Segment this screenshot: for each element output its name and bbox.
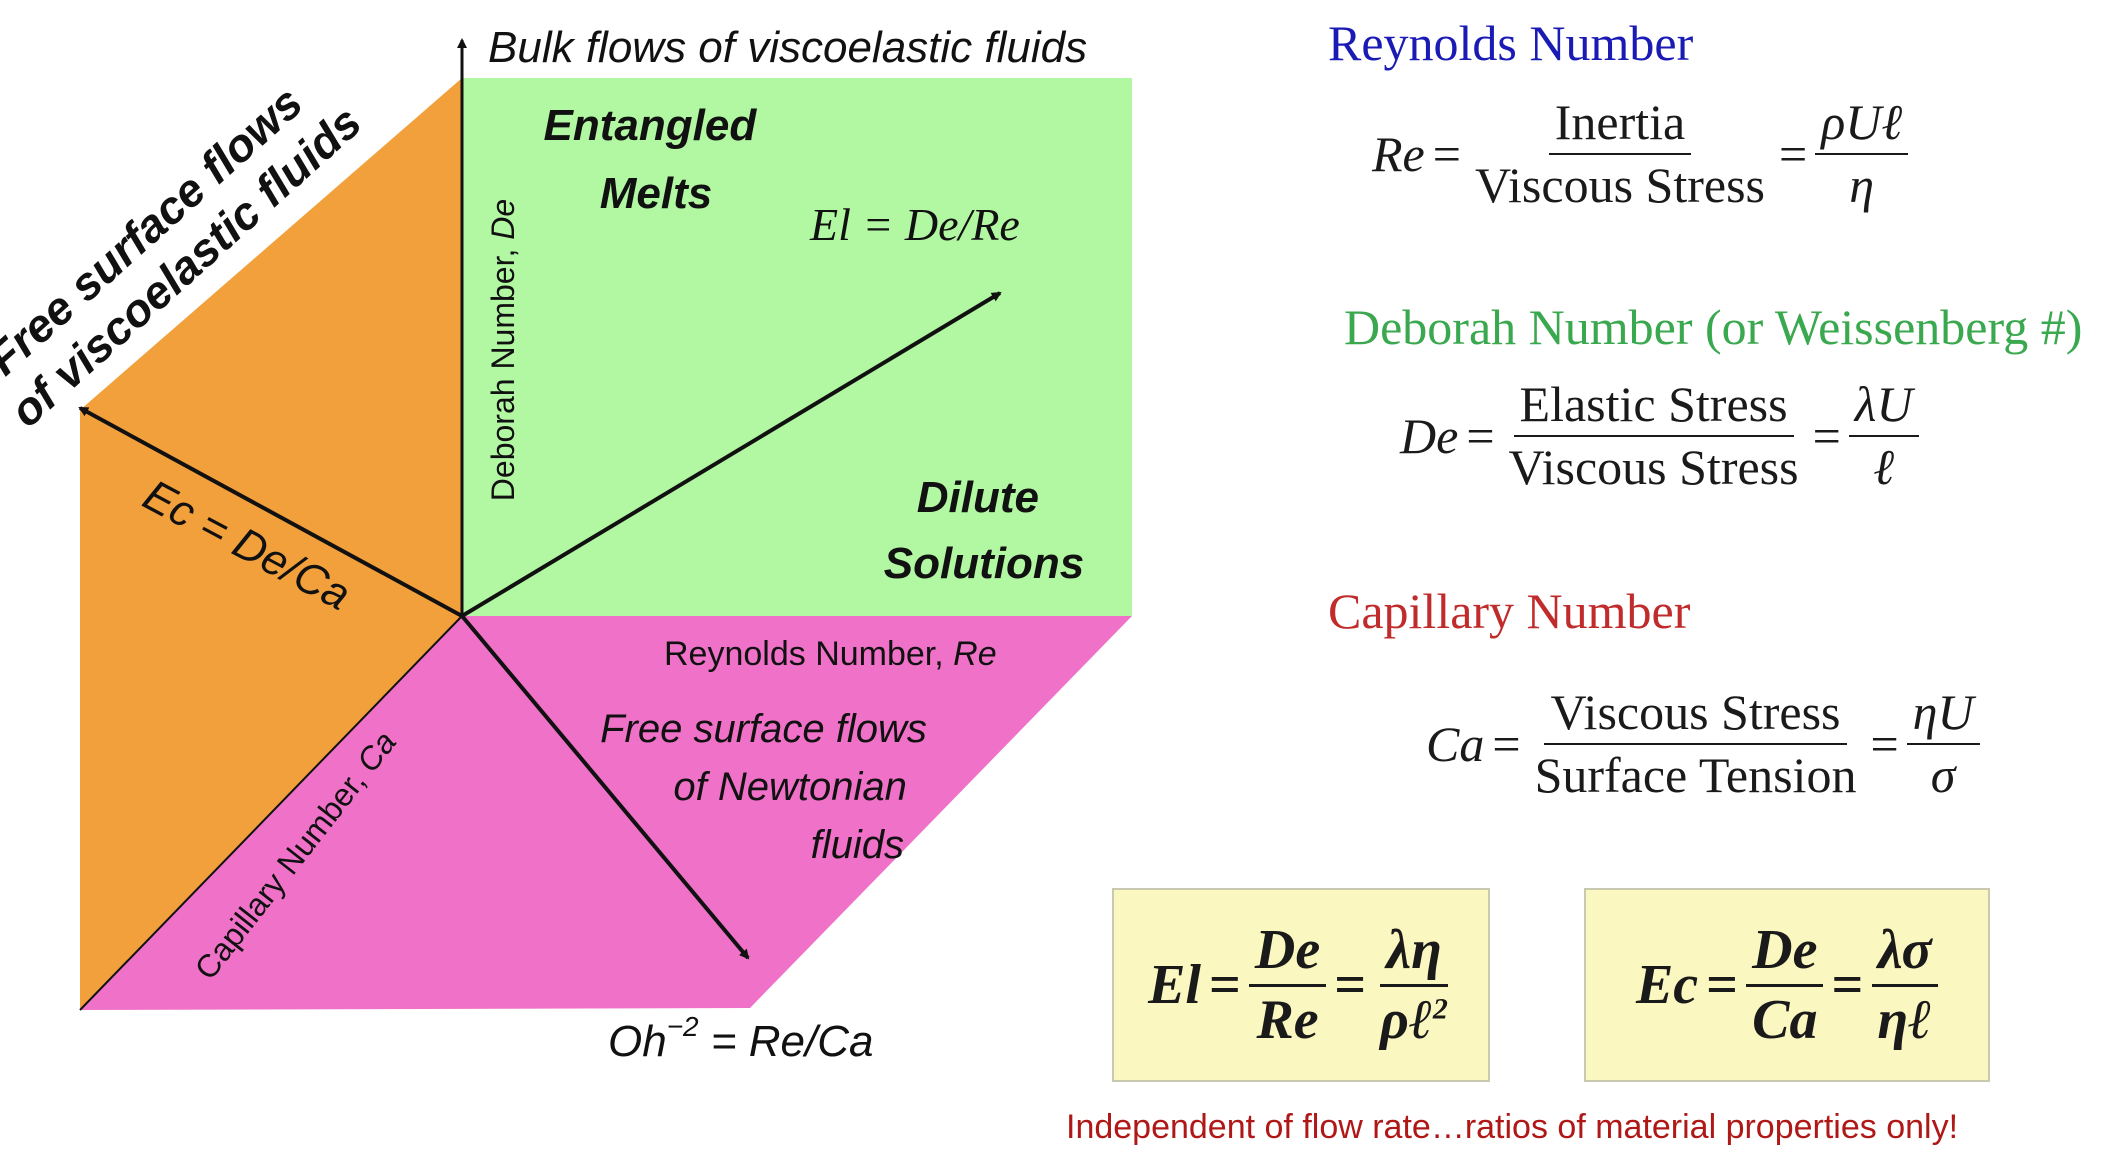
- elasticity-equation: El = De Re = λη ρℓ2: [1148, 920, 1454, 1051]
- elastocapillary-ratio-fraction: De Ca: [1746, 920, 1824, 1051]
- equals-sign: =: [1334, 954, 1367, 1016]
- deborah-ratio-fraction: Elastic Stress Viscous Stress: [1503, 378, 1805, 493]
- elastocapillary-formula-denominator: ηℓ: [1877, 988, 1933, 1051]
- material-properties-note: Independent of flow rate…ratios of mater…: [1066, 1108, 1959, 1146]
- capillary-numerator: Viscous Stress: [1544, 686, 1847, 745]
- elastocapillary-number-box: Ec = De Ca = λσ ηℓ: [1584, 888, 1990, 1082]
- deborah-formula-fraction: λU ℓ: [1848, 378, 1919, 495]
- entangled-melts-label: Entangled Melts: [544, 101, 769, 218]
- reynolds-equation: Re = Inertia Viscous Stress = ρUℓ η: [1372, 96, 1909, 213]
- deborah-axis-label: Deborah Number, De: [485, 199, 521, 501]
- deborah-numerator: Elastic Stress: [1513, 378, 1794, 437]
- dilute-solutions-label: Dilute Solutions: [884, 473, 1084, 588]
- equals-sign: =: [1432, 125, 1461, 182]
- equals-sign: =: [1209, 954, 1241, 1016]
- capillary-symbol: Ca: [1426, 715, 1485, 772]
- elasticity-symbol: El: [1148, 954, 1201, 1016]
- reynolds-numerator: Inertia: [1548, 96, 1692, 155]
- capillary-formula-numerator: ηU: [1906, 686, 1980, 745]
- reynolds-ratio-fraction: Inertia Viscous Stress: [1469, 96, 1771, 211]
- elastocapillary-equation: Ec = De Ca = λσ ηℓ: [1635, 920, 1938, 1051]
- reynolds-formula-denominator: η: [1849, 156, 1875, 213]
- capillary-denominator: Surface Tension: [1534, 746, 1857, 803]
- equals-sign: =: [1831, 954, 1864, 1016]
- elasticity-ratio-fraction: De Re: [1248, 920, 1327, 1051]
- capillary-ratio-fraction: Viscous Stress Surface Tension: [1529, 686, 1863, 801]
- equals-sign: =: [1706, 954, 1739, 1016]
- deborah-denominator: Viscous Stress: [1508, 438, 1799, 495]
- free-surface-viscoelastic-region: [80, 78, 462, 1010]
- elasticity-denominator: Re: [1256, 988, 1319, 1051]
- oh-ray: [460, 614, 750, 960]
- newtonian-free-surface-region: [80, 616, 1132, 1010]
- elastocapillary-formula-numerator: λσ: [1871, 920, 1938, 987]
- bulk-viscoelastic-region: [462, 78, 1132, 616]
- equals-sign: =: [1870, 715, 1899, 772]
- equals-sign: =: [1466, 407, 1495, 464]
- reynolds-formula-fraction: ρUℓ η: [1815, 96, 1909, 213]
- deborah-formula-numerator: λU: [1848, 378, 1919, 437]
- capillary-heading: Capillary Number: [1328, 583, 1691, 639]
- equals-sign: =: [1812, 407, 1841, 464]
- elastocapillary-formula-fraction: λσ ηℓ: [1871, 920, 1938, 1051]
- elasticity-numerator: De: [1248, 920, 1327, 987]
- capillary-equation: Ca = Viscous Stress Surface Tension = ηU…: [1426, 686, 1980, 801]
- oh-ray-label: Oh−2 = Re/Ca: [608, 1011, 874, 1066]
- flow-regime-diagram: Free surface flows of viscoelastic fluid…: [0, 23, 1132, 1066]
- ec-ray: [78, 406, 463, 618]
- reynolds-axis-label: Reynolds Number, Re: [664, 635, 997, 673]
- capillary-axis-edge: [79, 615, 463, 1011]
- elastocapillary-numerator: De: [1746, 920, 1824, 987]
- deborah-equation: De = Elastic Stress Viscous Stress = λU …: [1400, 378, 1919, 493]
- deborah-symbol: De: [1400, 407, 1459, 464]
- reynolds-formula-numerator: ρUℓ: [1815, 96, 1909, 155]
- equals-sign: =: [1492, 715, 1521, 772]
- reynolds-denominator: Viscous Stress: [1474, 156, 1766, 213]
- capillary-formula-denominator: σ: [1930, 746, 1956, 803]
- elasticity-formula-denominator: ρℓ2: [1380, 988, 1448, 1051]
- reynolds-heading: Reynolds Number: [1328, 15, 1694, 71]
- elasticity-number-box: El = De Re = λη ρℓ2: [1112, 888, 1490, 1082]
- equals-sign: =: [1779, 125, 1808, 182]
- elastocapillary-denominator: Ca: [1752, 988, 1818, 1051]
- bulk-flows-label: Bulk flows of viscoelastic fluids: [488, 23, 1087, 72]
- elastocapillary-symbol: Ec: [1635, 954, 1699, 1016]
- elasticity-formula-fraction: λη ρℓ2: [1374, 920, 1454, 1051]
- deborah-formula-denominator: ℓ: [1873, 438, 1895, 495]
- reynolds-symbol: Re: [1372, 125, 1425, 182]
- elasticity-formula-numerator: λη: [1380, 920, 1448, 987]
- el-ray-label: El = De/Re: [809, 199, 1020, 250]
- newtonian-free-surface-label: Free surface flows of Newtonian fluids: [600, 707, 938, 867]
- capillary-formula-fraction: ηU σ: [1906, 686, 1980, 803]
- deborah-heading: Deborah Number (or Weissenberg #): [1344, 299, 2083, 355]
- el-ray: [460, 291, 1002, 618]
